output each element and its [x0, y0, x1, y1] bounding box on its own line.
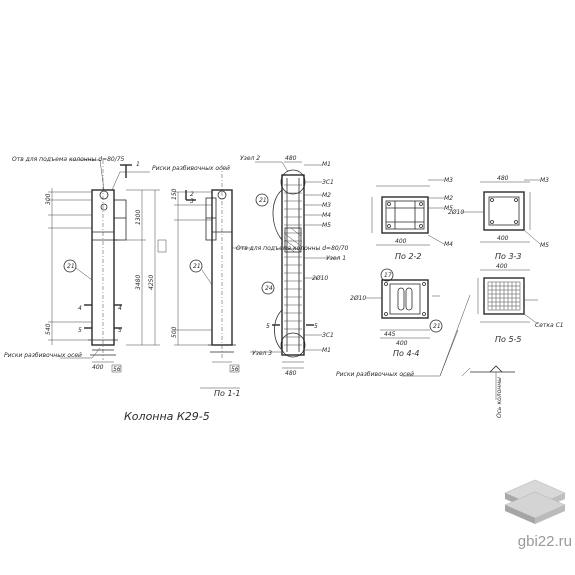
- label-c21-44: 21: [433, 323, 441, 330]
- axis-mark-detail: [402, 294, 515, 400]
- label-33-d10: 2Ø10: [448, 209, 464, 216]
- label-22-m3: М3: [444, 177, 453, 184]
- label-m1-bottom: М1: [322, 347, 331, 354]
- label-sec22: По 2-2: [395, 252, 422, 261]
- label-riski-bottom: Риски разбивочных осей: [336, 371, 414, 378]
- label-w480-top: 480: [285, 155, 297, 162]
- label-sec55: По 5-5: [495, 335, 522, 344]
- label-w540: 540: [45, 323, 52, 335]
- drawing-title: Колонна К29-5: [124, 410, 210, 423]
- section-2-2: [371, 179, 445, 246]
- label-d10: 2Ø10: [312, 275, 328, 282]
- label-n5-right: 5: [118, 327, 122, 334]
- label-riski-left: Риски разбивочных осей: [4, 352, 82, 359]
- logo-text[interactable]: gbi22.ru: [517, 533, 572, 550]
- label-c21-mid: 21: [193, 263, 201, 270]
- label-n5-left: 5: [78, 327, 82, 334]
- label-w150: 150: [171, 188, 178, 200]
- column-section-1-1: [250, 161, 340, 369]
- label-33-m3: М3: [540, 177, 549, 184]
- label-c24: 24: [265, 285, 273, 292]
- label-w400-22: 400: [395, 238, 407, 245]
- label-n4-right: 4: [118, 305, 122, 312]
- label-zs1-top: ЗС1: [322, 179, 334, 186]
- label-w400-left: 400: [92, 364, 104, 371]
- label-h1300: 1300: [135, 210, 142, 225]
- label-n5-sec-right: 5: [314, 323, 318, 330]
- label-w500: 500: [171, 326, 178, 338]
- label-w56-mid: 56: [231, 366, 239, 373]
- label-m5: М5: [322, 222, 331, 229]
- label-h3480: 3480: [135, 275, 142, 290]
- label-otv-left: Отв для подъема колонны d=80/75: [12, 156, 125, 163]
- label-riski-top: Риски разбивочных осей: [152, 165, 230, 172]
- label-44-d10: 2Ø10: [350, 295, 366, 302]
- label-33-m5: М5: [540, 242, 549, 249]
- label-setka: Сетка С1: [535, 322, 564, 329]
- label-w480-bottom: 480: [285, 370, 297, 377]
- label-w400-33: 400: [497, 235, 509, 242]
- label-h4250: 4250: [148, 275, 155, 290]
- column-facade-middle: [174, 165, 252, 389]
- label-w480-33: 480: [497, 175, 509, 182]
- label-uzel2: Узел 2: [240, 155, 260, 162]
- label-w445: 445: [384, 331, 396, 338]
- label-otv-right: Отв для подъема колонны d=80/70: [236, 245, 349, 252]
- drawing-labels: Отв для подъема колонны d=80/75 Риски ра…: [4, 155, 564, 423]
- label-m2: М2: [322, 192, 331, 199]
- section-4-4: [366, 268, 443, 339]
- label-uzel1: Узел 1: [326, 255, 346, 262]
- label-n4-left: 4: [78, 305, 82, 312]
- label-c21-left: 21: [67, 263, 75, 270]
- label-n3: 3: [190, 198, 194, 205]
- label-c17: 17: [384, 272, 392, 279]
- label-n1: 1: [136, 161, 140, 168]
- label-c21-sec: 21: [259, 197, 267, 204]
- label-w400-55: 400: [496, 263, 508, 270]
- label-n5-sec-left: 5: [266, 323, 270, 330]
- label-w300: 300: [45, 193, 52, 205]
- label-22-m5: М5: [444, 205, 453, 212]
- label-22-m2: М2: [444, 195, 453, 202]
- label-w400-44: 400: [396, 340, 408, 347]
- label-m3: М3: [322, 202, 331, 209]
- label-22-m4: М4: [444, 241, 453, 248]
- label-w56-left: 56: [113, 366, 121, 373]
- label-sec44: По 4-4: [393, 349, 420, 358]
- section-3-3: [462, 179, 541, 245]
- label-m1: М1: [322, 161, 331, 168]
- label-zs1-bottom: ЗС1: [322, 332, 334, 339]
- label-n2: 2: [190, 191, 194, 198]
- section-5-5: [477, 269, 539, 325]
- label-sec33: По 3-3: [495, 252, 522, 261]
- label-uzel3: Узел 3: [252, 350, 272, 357]
- label-m4: М4: [322, 212, 331, 219]
- column-facade-left: [48, 159, 167, 373]
- logo: [504, 479, 566, 524]
- label-sec11: По 1-1: [214, 389, 241, 398]
- label-os: Ось колонны: [496, 377, 503, 418]
